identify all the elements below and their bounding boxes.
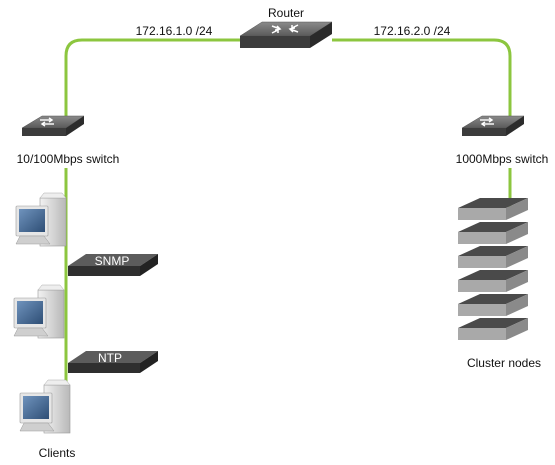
server-icon xyxy=(458,270,528,292)
server-icon xyxy=(458,246,528,268)
router-label: Router xyxy=(268,6,304,20)
link-router-left-switch xyxy=(64,38,242,118)
router-icon xyxy=(271,24,299,34)
ntp-server: NTP xyxy=(68,351,158,373)
ntp-label: NTP xyxy=(98,351,122,365)
client-computer-icon-2 xyxy=(13,284,65,339)
server-icon xyxy=(458,294,528,316)
client-computer-icon-1 xyxy=(15,192,67,247)
subnet-left-label: 172.16.1.0 /24 xyxy=(136,24,213,38)
network-links xyxy=(64,38,512,392)
router-device xyxy=(239,21,333,48)
right-switch-label: 1000Mbps switch xyxy=(456,152,549,166)
server-icon xyxy=(458,222,528,244)
client-computer-icon-3 xyxy=(19,379,71,434)
link-router-right-switch xyxy=(332,38,512,118)
subnet-right-label: 172.16.2.0 /24 xyxy=(374,24,451,38)
right-switch-icon xyxy=(461,115,525,137)
snmp-label: SNMP xyxy=(95,254,130,268)
clients-label: Clients xyxy=(39,446,76,460)
left-switch-label: 10/100Mbps switch xyxy=(17,152,120,166)
cluster-nodes-stack xyxy=(458,198,528,340)
left-switch-icon xyxy=(21,115,85,137)
server-icon xyxy=(458,318,528,340)
snmp-server: SNMP xyxy=(68,254,158,276)
cluster-nodes-label: Cluster nodes xyxy=(467,356,541,370)
server-icon xyxy=(458,198,528,220)
